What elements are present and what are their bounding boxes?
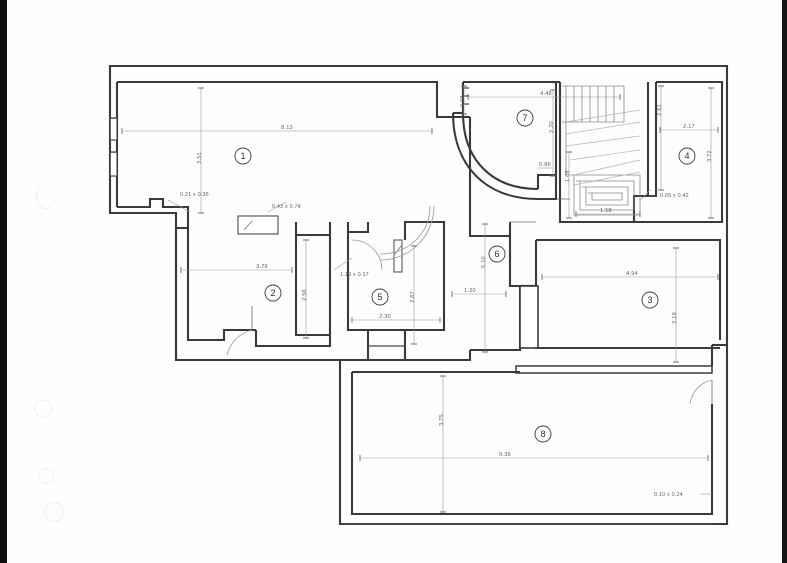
room-number: 6 [494, 249, 499, 259]
room-2-walls [174, 222, 332, 360]
dimension-label: 0.98 [460, 95, 466, 107]
room-marker-1[interactable]: 1 [234, 147, 252, 165]
dimension-label: 2.56 [302, 289, 308, 301]
dimension-label: 4.48 [540, 91, 552, 97]
room-number: 2 [270, 288, 275, 298]
wall-niche-elements [167, 199, 353, 271]
room-4-walls [640, 80, 724, 224]
dimension-label: 2.17 [683, 124, 695, 130]
dimension-label: 2.20 [549, 121, 555, 133]
room-number: 8 [540, 429, 545, 439]
dimension-label: 3.79 [256, 264, 268, 270]
paper-blotch [34, 400, 52, 418]
room-3-walls [515, 238, 727, 405]
dimension-label: 2.30 [379, 314, 391, 320]
dimension-label: 1.20 [464, 288, 476, 294]
note-labels: 0.21 x 0.36 0.43 x 0.74 1.19 x 0.17 0.05… [180, 192, 689, 498]
building-outline [108, 64, 729, 526]
note-label: 0.21 x 0.36 [180, 192, 209, 198]
room-number-markers: 1 2 3 4 5 6 7 [234, 109, 696, 443]
paper-blotch [44, 502, 64, 522]
dimension-label: 2.67 [410, 291, 416, 303]
room-marker-7[interactable]: 7 [516, 109, 534, 127]
dimension-label: 3.19 [672, 312, 678, 324]
room-number: 1 [240, 151, 245, 161]
room-7-walls [379, 80, 560, 261]
dimension-label: 9.39 [499, 452, 511, 458]
dimension-lines [121, 85, 719, 513]
dimension-label: 5.10 [481, 256, 487, 268]
room-1-walls [110, 80, 470, 222]
dimension-label: 1.58 [600, 208, 612, 214]
paper-blotch [38, 468, 54, 484]
dimension-label: 3.75 [439, 414, 445, 426]
dimension-labels: 8.13 3.51 3.79 2.56 2.30 2.67 4.94 3.19 … [197, 91, 713, 458]
room-number: 7 [522, 113, 527, 123]
note-label: 0.43 x 0.74 [272, 204, 301, 210]
note-label: 0.05 x 0.42 [660, 193, 689, 199]
dimension-label: 0.86 [539, 162, 551, 168]
dimension-label: 1.68 [565, 170, 571, 182]
dimension-label: 2.61 [657, 104, 663, 116]
note-label: 0.10 x 0.24 [654, 492, 683, 498]
room-marker-2[interactable]: 2 [264, 284, 282, 302]
room-number: 3 [647, 295, 652, 305]
room-marker-6[interactable]: 6 [488, 245, 506, 263]
room-marker-4[interactable]: 4 [678, 147, 696, 165]
dimension-label: 3.51 [197, 152, 203, 164]
staircase [556, 82, 650, 224]
room-6-walls [340, 117, 536, 362]
room-5-walls [346, 220, 446, 360]
dimension-label: 8.13 [281, 125, 293, 131]
room-8-walls [340, 370, 714, 525]
paper-blotch [36, 182, 55, 209]
dimension-label: 3.72 [707, 150, 713, 162]
room-marker-5[interactable]: 5 [371, 288, 389, 306]
room-marker-8[interactable]: 8 [534, 425, 552, 443]
dimension-label: 4.94 [626, 271, 638, 277]
room-number: 4 [684, 151, 689, 161]
scan-edge-left [0, 0, 7, 563]
room-marker-3[interactable]: 3 [641, 291, 659, 309]
room-number: 5 [377, 292, 382, 302]
scan-edge-right [782, 0, 787, 563]
note-label: 1.19 x 0.17 [340, 272, 369, 278]
